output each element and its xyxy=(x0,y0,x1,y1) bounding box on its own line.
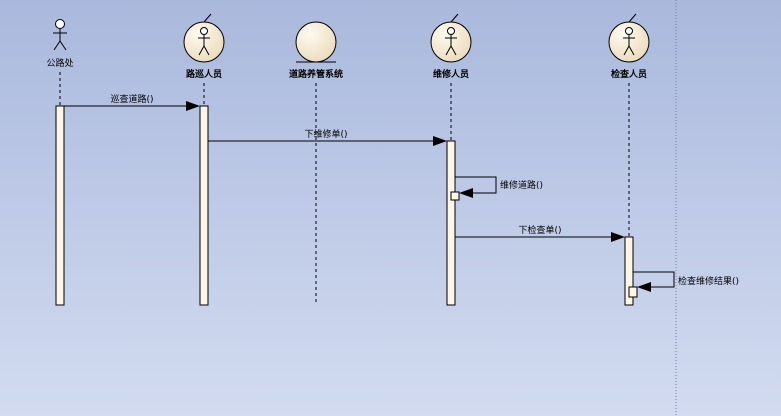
activation-patrol-staff[interactable] xyxy=(199,105,209,306)
message-label: 维修道路() xyxy=(500,179,543,191)
activation-inspection-self[interactable] xyxy=(628,286,638,298)
boundary-actor-icon xyxy=(430,13,472,63)
arrowhead-icon xyxy=(611,232,625,242)
arrowhead-icon xyxy=(459,188,473,198)
message-label: 巡查道路() xyxy=(110,93,153,105)
message-repair-road[interactable]: 维修道路() xyxy=(455,176,543,198)
actor-icon xyxy=(53,19,67,51)
participant-repair-staff[interactable]: 维修人员 xyxy=(430,13,472,80)
activation-inspection-staff[interactable] xyxy=(624,236,634,306)
message-label: 检查维修结果() xyxy=(678,275,739,287)
activations xyxy=(55,105,638,306)
entity-icon xyxy=(295,21,337,63)
boundary-actor-icon xyxy=(608,13,650,63)
arrowhead-icon xyxy=(637,282,651,292)
activation-repair-staff[interactable] xyxy=(446,140,456,306)
participant-road-office[interactable]: 公路处 xyxy=(46,19,74,70)
lifelines xyxy=(59,72,630,302)
message-issue-repair-order[interactable]: 下维修单() xyxy=(208,128,447,146)
message-patrol-road[interactable]: 巡查道路() xyxy=(64,93,200,111)
participant-label: 检查人员 xyxy=(611,68,647,80)
message-label: 下维修单() xyxy=(304,128,347,140)
arrowhead-icon xyxy=(433,136,447,146)
participant-label: 公路处 xyxy=(46,57,73,69)
participant-label: 道路养管系统 xyxy=(289,68,343,80)
message-label: 下检查单() xyxy=(518,224,561,236)
message-check-repair-result[interactable]: 检查维修结果() xyxy=(633,271,739,292)
activation-repair-self[interactable] xyxy=(450,191,460,201)
participant-patrol-staff[interactable]: 路巡人员 xyxy=(183,13,225,80)
participant-inspection-staff[interactable]: 检查人员 xyxy=(608,13,650,80)
boundary-actor-icon xyxy=(183,13,225,63)
message-issue-inspection-order[interactable]: 下检查单() xyxy=(455,224,625,242)
arrowhead-icon xyxy=(186,101,200,111)
participant-label: 路巡人员 xyxy=(186,68,222,80)
activation-road-office[interactable] xyxy=(55,105,65,306)
participant-maintenance-system[interactable]: 道路养管系统 xyxy=(289,21,343,80)
participant-label: 维修人员 xyxy=(433,68,469,80)
